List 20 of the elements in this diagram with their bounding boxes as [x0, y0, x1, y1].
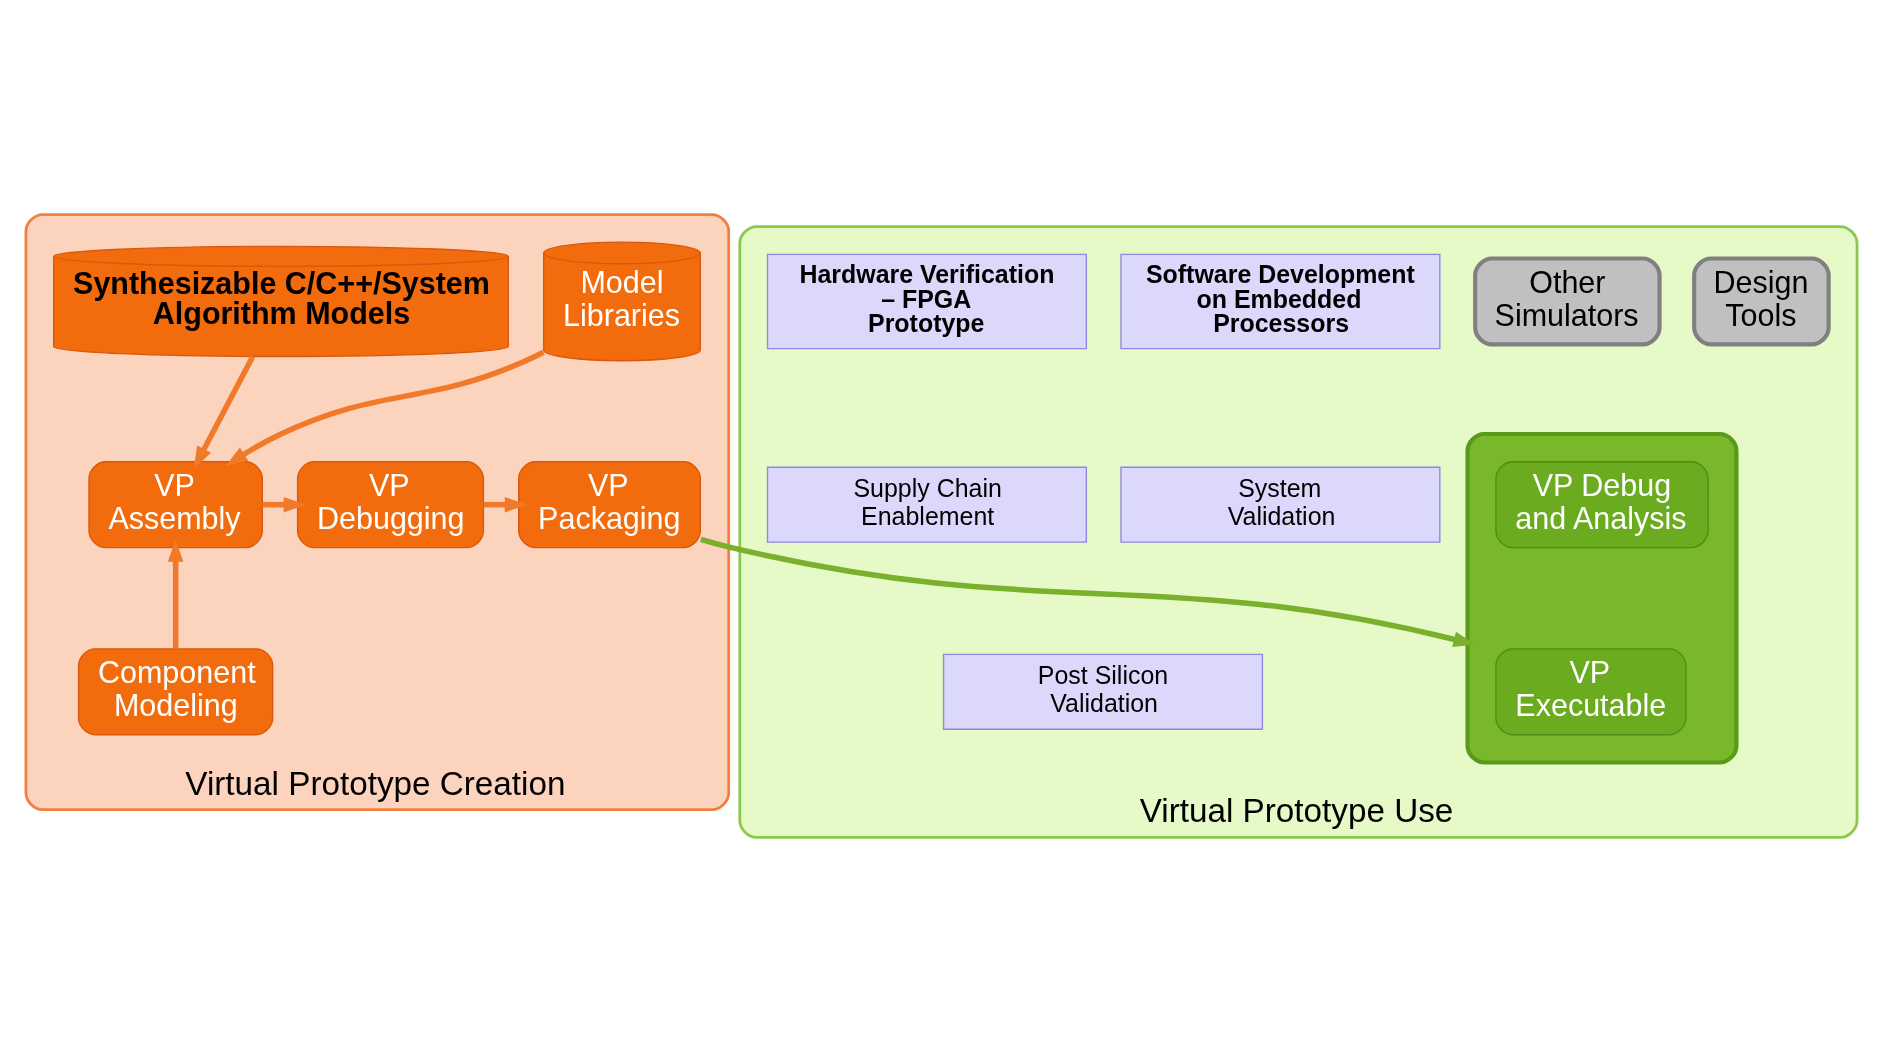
arrow: [167, 539, 184, 649]
node-box: VP Packaging: [518, 461, 701, 549]
cluster: [1465, 431, 1739, 765]
node-box: Software Development on Embedded Processors: [1120, 253, 1441, 350]
node-box: VP Debugging: [296, 461, 485, 549]
arrow: [225, 349, 545, 467]
node-box: Component Modeling: [77, 648, 274, 736]
node-box: VP Debug and Analysis: [1495, 461, 1709, 549]
node-box: Other Simulators: [1473, 256, 1662, 347]
node-box: Post Silicon Validation: [942, 653, 1264, 730]
node-box: VP Executable: [1495, 648, 1687, 736]
arrow: [193, 355, 256, 469]
arrow: [700, 536, 1476, 647]
node-box: VP Assembly: [88, 461, 263, 549]
node-box: Hardware Verification – FPGA Prototype: [766, 253, 1088, 350]
node-box: System Validation: [1120, 466, 1441, 543]
node-box: Supply Chain Enablement: [766, 466, 1088, 543]
node-box: Design Tools: [1692, 256, 1831, 347]
arrow: [483, 496, 528, 513]
arrow: [262, 496, 306, 513]
